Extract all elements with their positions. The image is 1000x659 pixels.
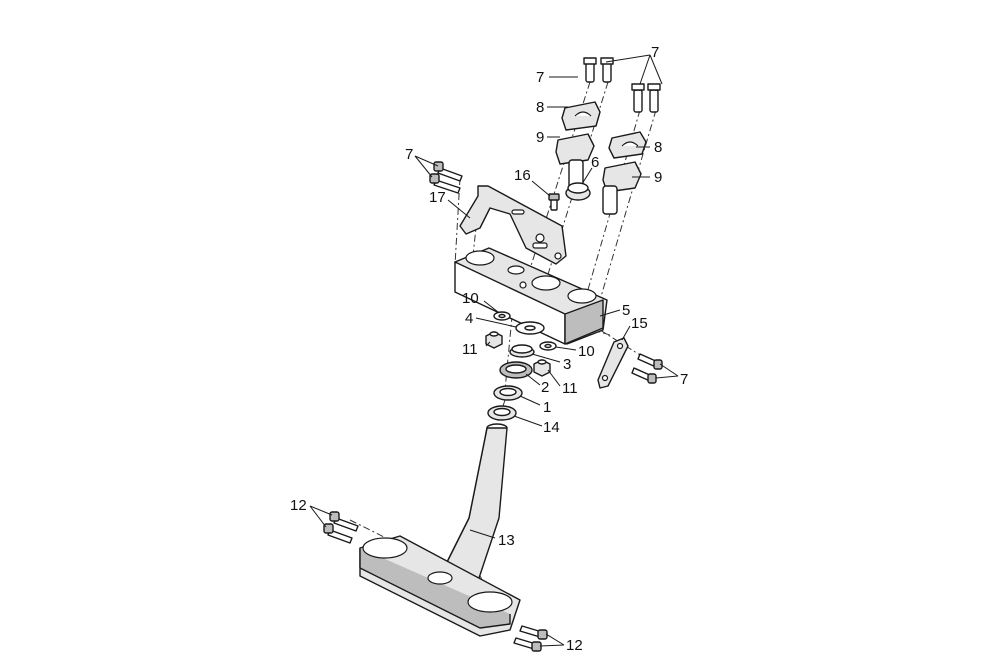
handlebar-bolt [583,57,597,83]
callout-4: 4 [465,310,473,327]
callout-2: 2 [541,379,549,396]
flange-nut [533,359,551,377]
callout-17: 17 [429,189,446,206]
assembly-axis-lines [349,81,657,601]
adjuster-nut [509,344,535,358]
side-bracket-bolt [631,367,657,384]
pinch-bolt [519,625,548,640]
handlebar-riser [555,133,595,189]
callout-8: 8 [536,99,544,116]
callout-11: 11 [462,341,478,358]
callout-8: 8 [654,139,662,156]
callout-7: 7 [680,371,688,388]
bottom-yoke [359,535,521,637]
pinch-bolt [323,523,353,544]
steering-stem [438,423,508,579]
upper-bearing [493,385,523,401]
pinch-bolt [329,511,359,532]
pinch-bolt [513,637,542,652]
callout-7: 7 [536,69,544,86]
handlebar-clamp-cap [608,131,647,159]
flange-nut [485,331,503,349]
callout-16: 16 [514,167,531,184]
callout-11: 11 [562,380,578,397]
callout-14: 14 [543,419,560,436]
bracket-bolt [433,161,463,182]
callout-15: 15 [631,315,648,332]
handlebar-clamp-cap [561,101,601,131]
stem-nut [565,182,591,201]
leader-lines [309,54,679,647]
bracket-bolt [429,173,461,194]
callout-3: 3 [563,356,571,373]
side-bracket [597,337,629,389]
instrument-bracket [459,185,567,265]
stem-washer [515,321,545,335]
washer [539,341,557,351]
callout-9: 9 [654,169,662,186]
lower-bearing [487,405,517,421]
callout-10: 10 [462,290,479,307]
dust-seal [499,361,533,379]
callout-6: 6 [591,154,599,171]
washer [493,311,511,321]
callout-13: 13 [498,532,515,549]
handlebar-riser [602,161,642,215]
callout-7: 7 [405,146,413,163]
callout-1: 1 [543,399,551,416]
callout-9: 9 [536,129,544,146]
side-bracket-bolt [637,353,663,370]
small-screw [548,193,560,211]
callout-10: 10 [578,343,595,360]
callout-7: 7 [651,44,659,61]
callout-12: 12 [566,637,583,654]
handlebar-bolt [631,83,645,113]
handlebar-bolt [647,83,661,113]
callout-12: 12 [290,497,307,514]
callout-5: 5 [622,302,630,319]
callout-labels: 7 7 8 9 8 9 6 16 7 17 5 15 10 4 10 11 3 … [290,44,688,654]
